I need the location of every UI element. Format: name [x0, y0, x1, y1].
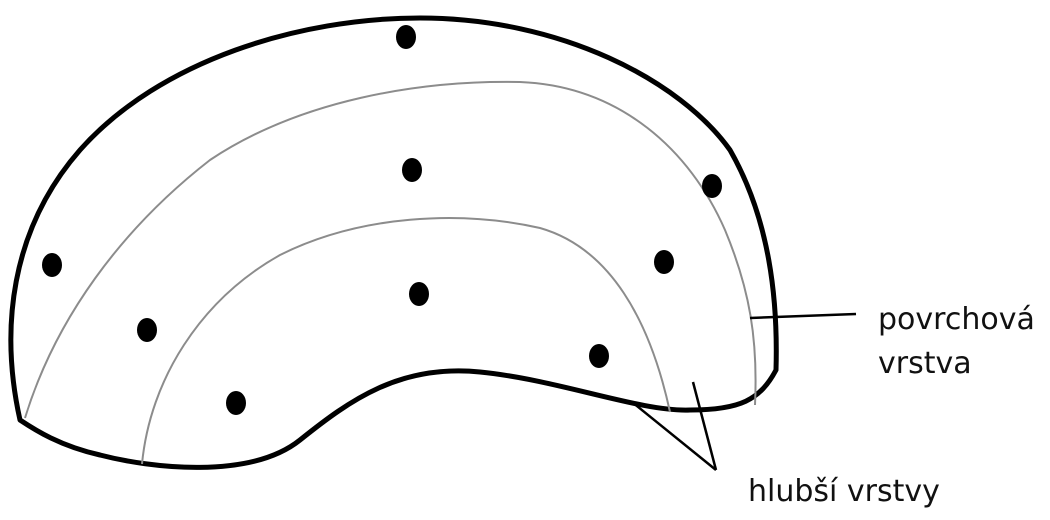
label-deeper-layers: hlubší vrstvy	[748, 470, 940, 514]
pointer-line-deep-1	[632, 402, 716, 470]
dot	[402, 158, 422, 182]
boundary-line-inner	[142, 218, 670, 464]
dot	[226, 391, 246, 415]
dot	[42, 253, 62, 277]
dot	[654, 250, 674, 274]
label-surface-line1: povrchová	[878, 298, 1035, 342]
dot	[396, 25, 416, 49]
pointer-line-surface	[750, 314, 856, 318]
label-surface-layer: povrchová vrstva	[878, 298, 1035, 386]
dot	[589, 344, 609, 368]
boundary-line-outer	[25, 82, 756, 418]
dot	[137, 318, 157, 342]
dot	[409, 282, 429, 306]
pointer-line-deep-2	[693, 382, 716, 470]
dot	[702, 174, 722, 198]
outer-outline	[11, 18, 776, 467]
label-surface-line2: vrstva	[878, 342, 1035, 386]
